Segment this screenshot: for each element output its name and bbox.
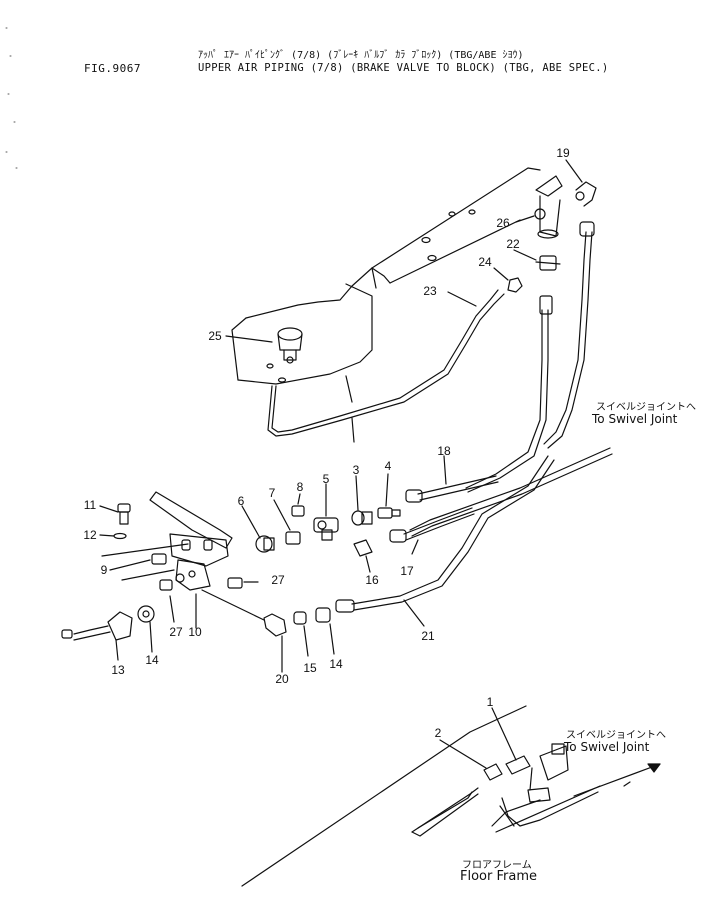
callout-8: 8 [296, 480, 304, 494]
callout-17: 17 [400, 564, 414, 578]
swivel-joint-label-en-upper: To Swivel Joint [592, 412, 678, 426]
swivel-joint-label-en-lower: To Swivel Joint [564, 740, 650, 754]
callout-16: 16 [365, 573, 379, 587]
callout-21: 21 [421, 629, 435, 643]
callout-14-left: 14 [145, 653, 159, 667]
callout-10: 10 [188, 625, 202, 639]
callout-2: 2 [434, 726, 442, 740]
part-18-hose [405, 455, 499, 503]
part-14-fitting-mid [315, 607, 335, 655]
part-26-valve [515, 175, 563, 239]
small-fittings [241, 473, 401, 573]
callout-4: 4 [384, 459, 392, 473]
title-japanese: ｱｯﾊﾟ ｴｱｰ ﾊﾟｲﾋﾟﾝｸﾞ (7/8) (ﾌﾞﾚｰｷ ﾊﾞﾙﾌﾞ ｶﾗ … [198, 50, 524, 61]
brake-valve-assembly [99, 491, 259, 629]
floor-frame-label-jp: フロアフレーム [462, 860, 532, 871]
callout-5: 5 [322, 472, 330, 486]
callout-24: 24 [478, 255, 492, 269]
callout-7: 7 [268, 486, 276, 500]
part-23-pipe [267, 289, 505, 437]
callout-14-mid: 14 [329, 657, 343, 671]
scan-margin-dots [5, 27, 18, 169]
callout-23: 23 [423, 284, 437, 298]
part-14-nut-left [137, 605, 155, 653]
callout-9: 9 [100, 563, 108, 577]
part-21-hose [335, 455, 555, 627]
callout-1: 1 [486, 695, 494, 709]
callout-3: 3 [352, 463, 360, 477]
swivel-pipe-upper [409, 447, 613, 537]
upper-frame-outline [231, 167, 541, 443]
part-25-filter [225, 327, 303, 364]
callout-11: 11 [83, 498, 97, 512]
part-20-elbow [201, 589, 287, 673]
part-15-fitting [293, 611, 309, 657]
floor-frame-label-en: Floor Frame [460, 869, 537, 884]
part-13-switch [61, 611, 133, 661]
callout-27-right: 27 [271, 573, 285, 587]
title-english: UPPER AIR PIPING (7/8) (BRAKE VALVE TO B… [198, 62, 609, 74]
callout-25: 25 [208, 329, 222, 343]
callout-19: 19 [556, 146, 570, 160]
callout-27-left: 27 [169, 625, 183, 639]
callout-20: 20 [275, 672, 289, 686]
hose-bundle [465, 221, 595, 493]
part-19-elbow [565, 159, 597, 207]
part-22-tee [513, 249, 561, 271]
part-24-nut [493, 267, 523, 293]
callout-26: 26 [496, 216, 510, 230]
figure-number: FIG.9067 [84, 62, 141, 75]
swivel-joint-label-jp-upper: スイベルジョイントへ [596, 402, 696, 413]
callout-12: 12 [83, 528, 97, 542]
callout-6: 6 [237, 494, 245, 508]
callout-13: 13 [111, 663, 125, 677]
callout-15: 15 [303, 661, 317, 675]
callout-18: 18 [437, 444, 451, 458]
swivel-joint-label-jp-lower: スイベルジョイントへ [566, 730, 666, 741]
floor-frame-detail [241, 705, 661, 887]
part-17-hose [389, 507, 475, 555]
callout-22: 22 [506, 237, 520, 251]
